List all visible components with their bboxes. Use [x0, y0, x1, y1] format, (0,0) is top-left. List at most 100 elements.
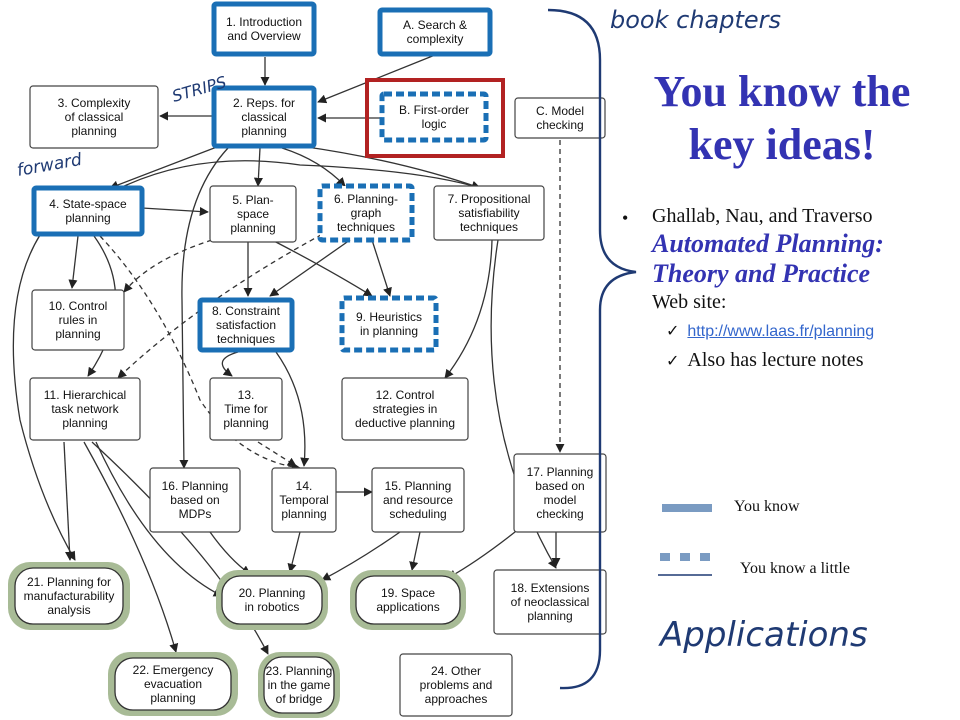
planning-website-link[interactable]: http://www.laas.fr/planning [687, 322, 875, 340]
node-label-B-line-2: logic [422, 117, 447, 131]
node-label-12-line-2: strategies in [373, 402, 438, 416]
node-label-1-line-2: and Overview [227, 29, 301, 43]
node-label-21-line-3: analysis [47, 603, 90, 617]
node-label-A-line-2: complexity [407, 32, 464, 46]
dependency-arrows [12, 54, 561, 655]
edge-4-5 [141, 206, 209, 217]
check-icon: ✓ [666, 350, 680, 370]
node-21 [14, 567, 124, 625]
node-label-23-line-1: 23. Planning [266, 664, 333, 678]
node-label-1-line-1: 1. Introduction [226, 15, 302, 29]
node-label-23-line-2: in the game [268, 678, 331, 692]
node-20 [221, 575, 323, 625]
node-23 [263, 656, 335, 714]
edge-5-10 [123, 239, 213, 293]
node-label-14-line-2: Temporal [279, 493, 328, 507]
node-label-4-line-2: planning [65, 211, 110, 225]
node-label-13-line-1: 13. [238, 388, 255, 402]
node-19 [355, 575, 461, 625]
node-A [377, 7, 493, 57]
applications-annotation: Applications [658, 615, 868, 655]
reference-bullet: • Ghallab, Nau, and Traverso Automated P… [622, 204, 952, 379]
node-label-15-line-1: 15. Planning [385, 479, 452, 493]
node-label-15-line-3: scheduling [389, 507, 446, 521]
node-label-3-line-1: 3. Complexity [58, 96, 131, 110]
node-label-C-line-1: C. Model [536, 104, 584, 118]
first-order-logic-highlight [365, 78, 505, 158]
node-label-21-line-2: manufacturability [24, 589, 115, 603]
node-18 [493, 569, 607, 635]
node-C [514, 97, 606, 139]
node-3 [29, 85, 159, 149]
node-label-17-line-4: checking [536, 507, 583, 521]
node-1 [211, 1, 317, 57]
edge-11-22 [83, 441, 179, 653]
node-label-21-line-1: 21. Planning for [27, 575, 111, 589]
node-label-13-line-2: Time for [224, 402, 268, 416]
node-14 [271, 467, 337, 533]
edge-16-20 [209, 531, 251, 575]
node-label-9-line-1: 9. Heuristics [356, 310, 422, 324]
edge-11-20 [95, 441, 223, 597]
edge-7-12 [444, 239, 493, 379]
book-authors: Ghallab, Nau, and Traverso [652, 205, 873, 227]
node-24 [399, 653, 513, 717]
node-label-18-line-2: of neoclassical [511, 595, 590, 609]
book-chapters-brace [547, 8, 637, 690]
node-label-5-line-2: space [237, 207, 269, 221]
node-7 [433, 185, 545, 241]
node-5 [209, 185, 297, 243]
edge-6-9 [371, 239, 392, 297]
bullet-dot: • [622, 208, 629, 228]
node-label-11-line-1: 11. Hierarchical [44, 388, 126, 402]
node-label-24-line-2: problems and [420, 678, 493, 692]
node-label-9-line-2: in planning [360, 324, 418, 338]
node-22 [114, 657, 232, 711]
node-label-6-line-3: techniques [337, 220, 395, 234]
node-label-20-line-1: 20. Planning [239, 586, 306, 600]
node-label-6-line-2: graph [351, 206, 382, 220]
node-9 [339, 295, 439, 353]
node-label-11-line-2: task network [51, 402, 119, 416]
edge-15-20 [321, 531, 401, 581]
legend-know-label: You know [734, 498, 800, 515]
node-label-C-line-2: checking [536, 118, 583, 132]
node-label-10-line-2: rules in [59, 313, 98, 327]
book-chapters-annotation: book chapters [610, 6, 781, 34]
node-label-15-line-2: and resource [383, 493, 453, 507]
node-label-16-line-1: 16. Planning [162, 479, 229, 493]
node-label-23-line-3: of bridge [276, 692, 323, 706]
node-label-22-line-3: planning [150, 691, 195, 705]
node-15 [371, 467, 465, 533]
node-label-8-line-1: 8. Constraint [212, 304, 281, 318]
edge-2-7 [299, 145, 481, 190]
node-2 [211, 85, 317, 149]
edge-4-10 [68, 235, 79, 289]
node-label-11-line-3: planning [62, 416, 107, 430]
edge-4-7 [119, 160, 481, 191]
check-icon: ✓ [666, 320, 680, 340]
edge-8-13 [221, 351, 239, 377]
edge-8-14 [275, 351, 310, 467]
node-label-16-line-2: based on [170, 493, 219, 507]
node-label-17-line-3: model [544, 493, 577, 507]
node-label-A-line-1: A. Search & [403, 18, 467, 32]
book-title: Automated Planning: Theory and Practice [652, 229, 884, 289]
edge-2-5 [253, 147, 263, 187]
lecture-notes-note: Also has lecture notes [687, 348, 864, 371]
node-label-20-line-2: in robotics [245, 600, 300, 614]
node-label-10-line-1: 10. Control [49, 299, 108, 313]
edge-5-9 [271, 239, 373, 297]
legend-know-little-label: You know a little [740, 560, 850, 577]
node-label-8-line-3: techniques [217, 332, 275, 346]
edge-4-21 [12, 234, 76, 561]
node-6 [317, 183, 415, 243]
node-label-10-line-3: planning [55, 327, 100, 341]
node-label-19-line-1: 19. Space [381, 586, 435, 600]
node-12 [341, 377, 469, 441]
edge-13-14 [257, 441, 297, 467]
node-label-3-line-2: of classical [65, 110, 124, 124]
node-label-5-line-1: 5. Plan- [232, 193, 273, 207]
